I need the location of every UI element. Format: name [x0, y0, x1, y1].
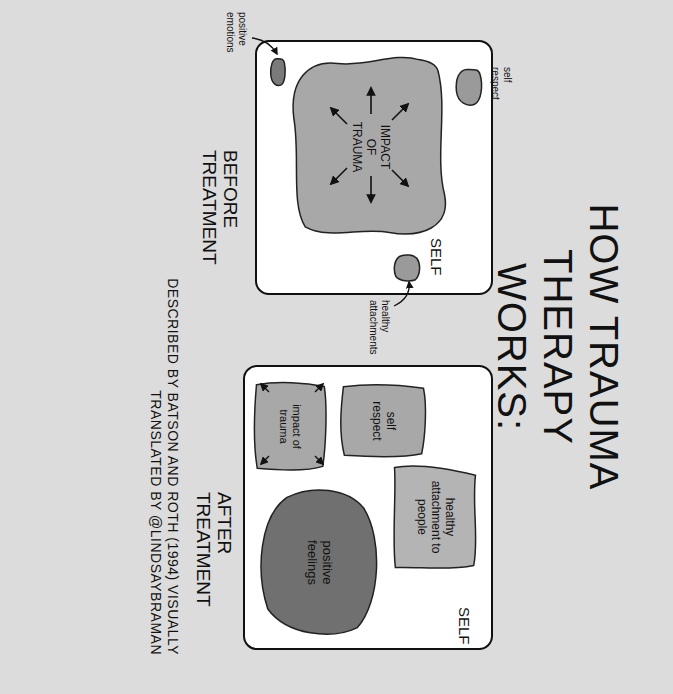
self-respect-blob: self respect [455, 67, 483, 107]
credit-caption: DESCRIBED BY BATSON AND ROTH (1994) VISU… [147, 255, 181, 655]
attachment-blob: healthy attachments [393, 254, 421, 282]
blob-label: IMPACT OF TRAUMA [349, 120, 390, 175]
self-label: SELF [428, 238, 445, 288]
blob-fill [394, 466, 476, 568]
positive-blob: positive emotions [270, 57, 286, 87]
blob-outline [270, 57, 286, 87]
trauma-blob: IMPACT OF TRAUMA [289, 52, 451, 242]
blob-label: self respect [369, 391, 397, 451]
blob-fill [341, 385, 426, 457]
stage-heading: BEFORE TREATMENT [199, 150, 241, 270]
trauma-blob: impact of trauma [251, 379, 329, 474]
blob-fill [394, 255, 419, 281]
self-respect-blob: self respect [337, 382, 429, 460]
attachment-blob: healthy attachment to people [391, 462, 479, 572]
blob-label: healthy attachments [368, 300, 391, 366]
blob-outline [455, 67, 483, 107]
blob-outline [393, 254, 421, 282]
stage-heading: AFTER TREATMENT [193, 492, 235, 612]
blob-label: impact of trauma [277, 398, 302, 456]
diagram-title: HOW TRAUMA THERAPY WORKS: [489, 177, 627, 517]
blob-label: healthy attachment to people [414, 477, 455, 557]
small-arrows [261, 384, 323, 464]
blob-label: positive feelings [304, 523, 334, 603]
blob-fill [456, 69, 481, 105]
blob-fill [271, 59, 285, 86]
blob-fill [261, 490, 377, 634]
radiating-arrows [331, 88, 408, 202]
self-box: SELFAFTER TREATMENThealthy attachment to… [243, 365, 493, 650]
blob-fill [293, 57, 445, 233]
blob-label: positive emotions [225, 12, 248, 72]
blob-fill [254, 383, 326, 471]
self-box: SELFBEFORE TREATMENTIMPACT OF TRAUMAself… [255, 40, 493, 295]
blob-label: self respect [490, 67, 513, 113]
self-label: SELF [456, 607, 473, 657]
leader-arrows [252, 38, 409, 306]
positive-blob: positive feelings [255, 485, 383, 640]
